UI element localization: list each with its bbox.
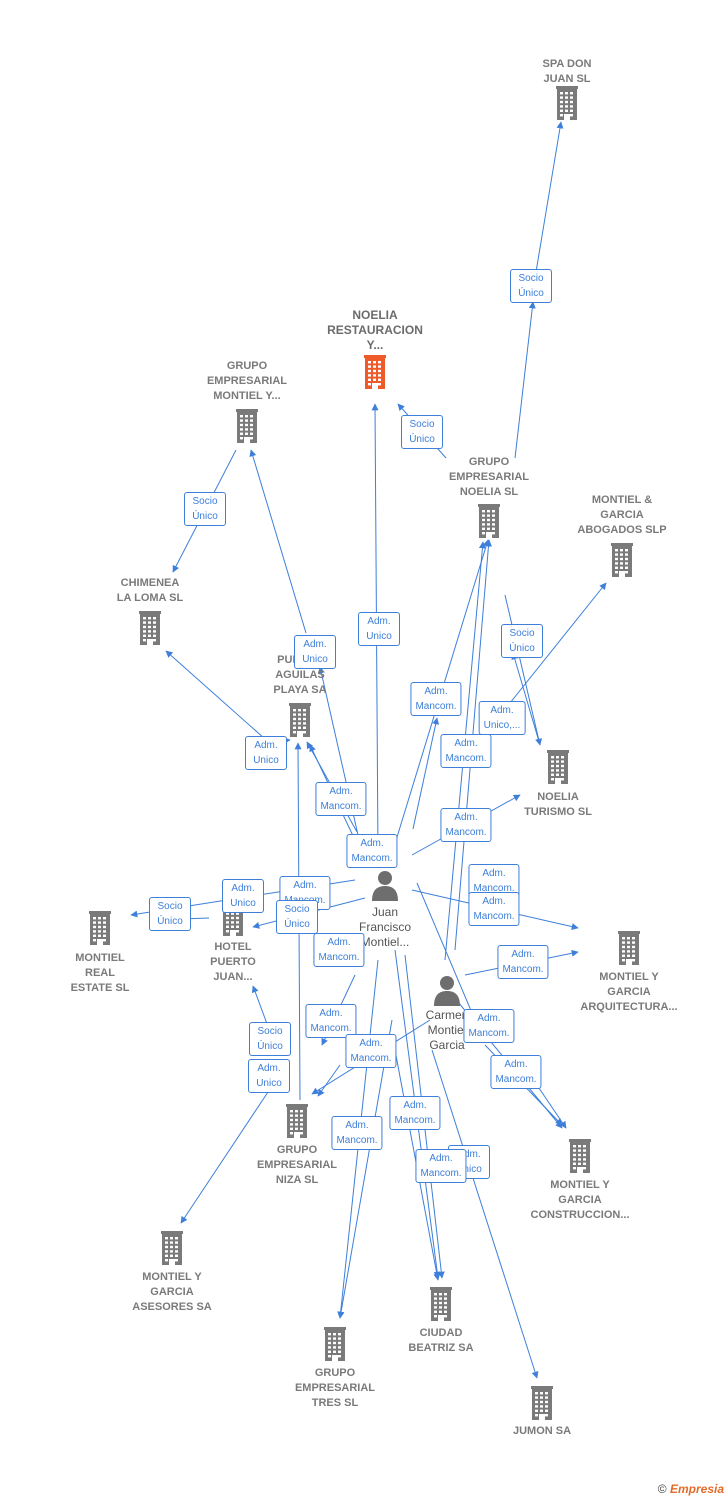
relation-label: Socio Único <box>184 492 226 526</box>
relation-label: Adm. Mancom. <box>440 808 492 842</box>
company-building-icon[interactable] <box>139 611 161 645</box>
company-label[interactable]: GRUPO EMPRESARIAL NOELIA SL <box>448 456 530 498</box>
focus-company-building-icon[interactable] <box>364 355 386 389</box>
relation-label: Adm. Mancom. <box>305 1004 357 1038</box>
company-label[interactable]: MONTIEL Y GARCIA CONSTRUCCION... <box>530 1179 630 1221</box>
footer-brand: © Empresia <box>658 1482 724 1496</box>
company-label[interactable]: SPA DON JUAN SL <box>542 58 592 85</box>
company-label[interactable]: MONTIEL Y GARCIA ASESORES SA <box>132 1271 212 1313</box>
company-label[interactable]: NOELIA TURISMO SL <box>524 791 592 818</box>
relation-edge <box>416 882 476 1021</box>
company-label[interactable]: GRUPO EMPRESARIAL TRES SL <box>294 1367 376 1409</box>
company-building-icon[interactable] <box>547 750 569 784</box>
relation-label: Adm. Mancom. <box>490 1055 542 1089</box>
relation-label: Socio Único <box>276 900 318 934</box>
company-label[interactable]: MONTIEL & GARCIA ABOGADOS SLP <box>577 494 667 536</box>
relation-label: Adm. Mancom. <box>345 1034 397 1068</box>
relation-edge <box>180 1091 269 1224</box>
company-building-icon[interactable] <box>618 931 640 965</box>
relation-label: Adm. Unico <box>245 736 287 770</box>
company-building-icon[interactable] <box>289 703 311 737</box>
relation-edge <box>165 650 266 740</box>
relation-label: Adm. Mancom. <box>331 1116 383 1150</box>
relation-label: Socio Único <box>401 415 443 449</box>
company-building-icon[interactable] <box>236 409 258 443</box>
company-building-icon[interactable] <box>556 86 578 120</box>
company-building-icon[interactable] <box>324 1327 346 1361</box>
relation-edge <box>431 1049 539 1379</box>
relation-edge <box>317 1064 341 1097</box>
company-building-icon[interactable] <box>89 911 111 945</box>
person-icon[interactable] <box>432 974 462 1006</box>
relation-label: Adm. Unico <box>222 879 264 913</box>
person-icon[interactable] <box>370 869 400 901</box>
company-building-icon[interactable] <box>430 1287 452 1321</box>
company-building-icon[interactable] <box>569 1139 591 1173</box>
company-building-icon[interactable] <box>478 504 500 538</box>
relation-label: Adm. Mancom. <box>410 682 462 716</box>
relation-edge <box>504 594 542 746</box>
relation-label: Adm. Mancom. <box>468 892 520 926</box>
relation-edge <box>337 1019 393 1319</box>
relation-edge <box>514 301 536 459</box>
company-label[interactable]: HOTEL PUERTO JUAN... <box>210 941 256 983</box>
relation-label: Adm. Mancom. <box>463 1009 515 1043</box>
relation-label: Socio Único <box>149 897 191 931</box>
relation-label: Adm. Mancom. <box>440 734 492 768</box>
relation-label: Adm. Unico <box>358 612 400 646</box>
company-label[interactable]: JUMON SA <box>512 1425 572 1437</box>
copyright-symbol: © <box>657 1482 667 1496</box>
company-building-icon[interactable] <box>531 1386 553 1420</box>
relation-label: Socio Único <box>249 1022 291 1056</box>
relation-label: Adm. Unico <box>294 635 336 669</box>
company-building-icon[interactable] <box>161 1231 183 1265</box>
relation-label: Adm. Mancom. <box>346 834 398 868</box>
relation-edge <box>511 652 541 746</box>
brand-logo-text: Empresia <box>669 1482 724 1496</box>
relation-label: Adm. Mancom. <box>389 1096 441 1130</box>
relation-label: Socio Único <box>510 269 552 303</box>
company-building-icon[interactable] <box>611 543 633 577</box>
relation-label: Adm. Unico,... <box>478 701 526 735</box>
relation-label: Adm. Mancom. <box>415 1149 467 1183</box>
company-label[interactable]: NOELIA RESTAURACION Y... <box>327 308 423 352</box>
relation-label: Socio Único <box>501 624 543 658</box>
company-label[interactable]: MONTIEL REAL ESTATE SL <box>70 952 130 994</box>
relation-label: Adm. Mancom. <box>315 782 367 816</box>
company-building-icon[interactable] <box>286 1104 308 1138</box>
relation-label: Adm. Unico <box>248 1059 290 1093</box>
company-label[interactable]: GRUPO EMPRESARIAL MONTIEL Y... <box>206 360 288 402</box>
relation-label: Adm. Mancom. <box>497 945 549 979</box>
company-label[interactable]: MONTIEL Y GARCIA ARQUITECTURA... <box>580 971 678 1013</box>
company-label[interactable]: CHIMENEA LA LOMA SL <box>116 577 184 604</box>
person-label[interactable]: Carmen Montiel Garcia <box>425 1008 469 1052</box>
person-label[interactable]: Juan Francisco Montiel... <box>358 905 412 949</box>
relation-label: Adm. Mancom. <box>313 933 365 967</box>
company-label[interactable]: CIUDAD BEATRIZ SA <box>408 1327 474 1354</box>
company-label[interactable]: GRUPO EMPRESARIAL NIZA SL <box>256 1144 338 1186</box>
relation-edge <box>249 449 307 634</box>
relation-edge <box>412 717 440 830</box>
